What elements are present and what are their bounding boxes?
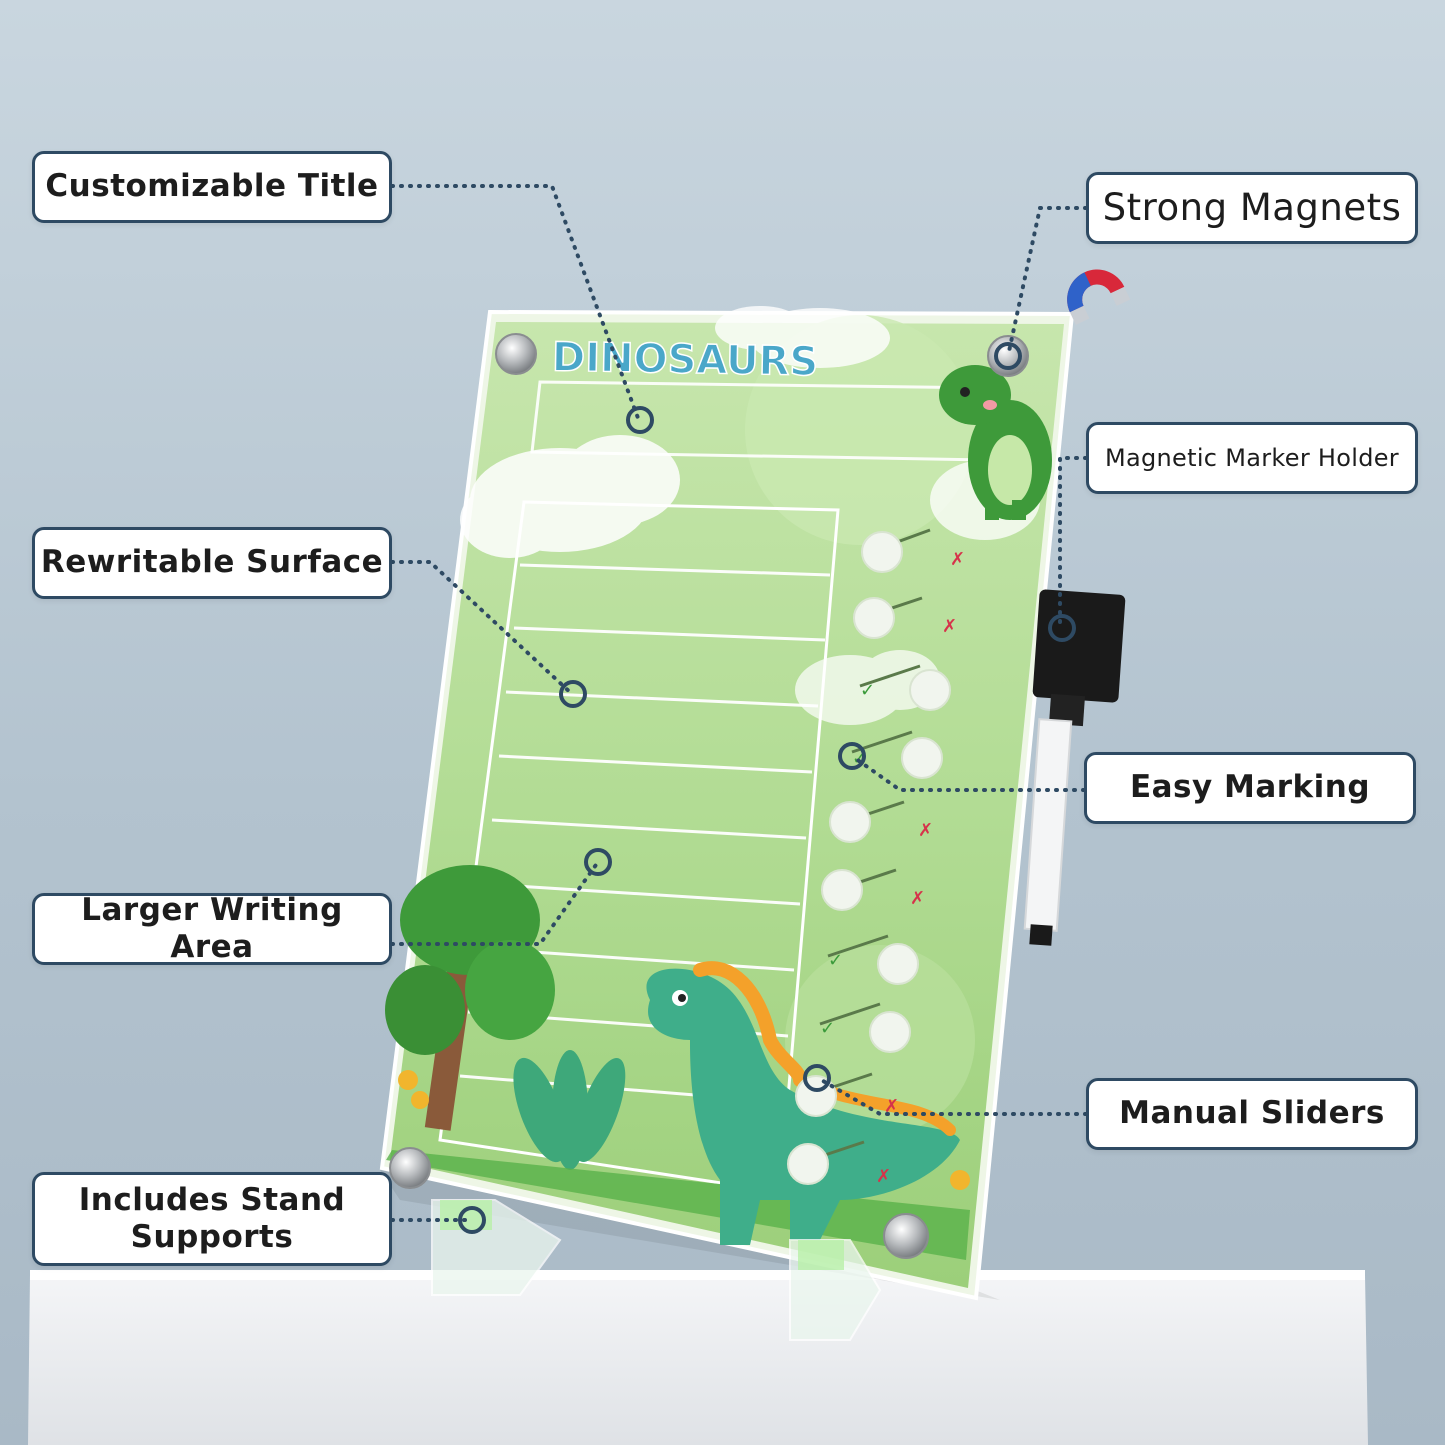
callout-magnetic-marker-holder: Magnetic Marker Holder [1086,422,1418,494]
slider-2[interactable]: ✗ [853,596,957,639]
x-mark-icon: ✗ [942,616,957,637]
callout-label: Manual Sliders [1119,1095,1385,1132]
slider-10[interactable]: ✗ [787,1140,891,1187]
tree [385,865,555,1131]
white-shelf [28,1270,1368,1445]
callout-label: Larger Writing Area [81,891,343,965]
callout-label-line-1: Includes Stand [78,1181,346,1218]
stand-support-left [431,1199,562,1296]
callout-label: Customizable Title [45,168,379,205]
callout-customizable-title: Customizable Title [32,151,392,223]
check-mark-icon: ✓ [828,950,843,971]
slider-1[interactable]: ✗ [861,528,965,573]
x-mark-icon: ✗ [884,1096,899,1117]
slider-5[interactable]: ✗ [829,800,933,843]
plant [513,1050,626,1170]
dinosaur-top [939,365,1052,520]
slider-8[interactable]: ✓ [819,1002,911,1053]
callout-label: Easy Marking [1129,769,1371,806]
leader-lines [390,184,1088,1222]
screw-bottom-left [389,1147,431,1189]
callout-rewritable-surface: Rewritable Surface [32,527,392,599]
slider-7[interactable]: ✓ [827,934,919,985]
callout-strong-magnets: Strong Magnets [1086,172,1418,244]
slider-6[interactable]: ✗ [821,868,925,911]
board-title: DINOSAURS [552,334,819,385]
x-mark-icon: ✗ [918,820,933,841]
callout-larger-writing-area: Larger Writing Area [32,891,392,965]
ground [386,1150,970,1260]
dry-erase-board: DINOSAURS [379,306,1075,1301]
flowers [398,1070,970,1190]
callout-easy-marking: Easy Marking [1084,752,1416,824]
x-mark-icon: ✗ [910,888,925,909]
stand-support-right [789,1239,882,1341]
slider-3[interactable]: ✓ [859,664,951,711]
callout-label: Rewritable Surface [40,544,384,581]
magnet-icon [1067,269,1131,325]
screw-top-right [987,335,1029,377]
screw-top-left [495,333,537,375]
callout-label: Magnetic Marker Holder [1105,443,1399,472]
target-rings [458,342,1076,1234]
x-mark-icon: ✗ [876,1166,891,1187]
cloud [715,306,890,368]
screw-bottom-right [883,1213,929,1259]
callout-label: Strong Magnets [1102,185,1402,229]
callout-label-line-2: Supports [130,1219,294,1255]
x-mark-icon: ✗ [950,549,965,570]
callout-includes-stand-supports: Includes Stand Supports [32,1172,392,1266]
check-mark-icon: ✓ [860,680,875,701]
callout-manual-sliders: Manual Sliders [1086,1078,1418,1150]
check-mark-icon: ✓ [820,1018,835,1039]
